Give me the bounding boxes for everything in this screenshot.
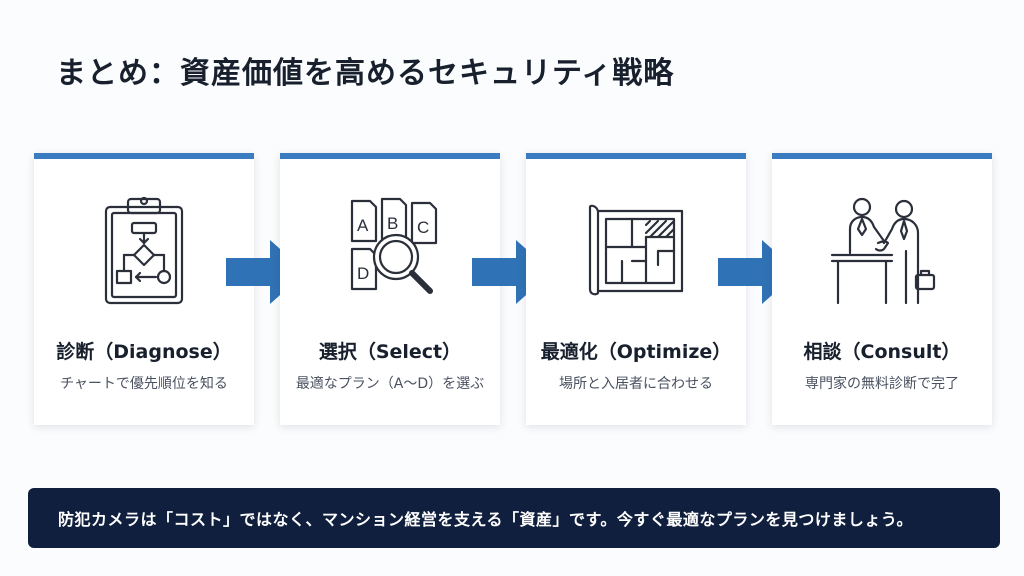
doc-label-a: A xyxy=(357,216,369,235)
step-description: 最適なプラン（A〜D）を選ぶ xyxy=(295,376,485,392)
step-card-diagnose: 診断（Diagnose） チャートで優先順位を知る xyxy=(34,153,254,425)
step-title: 相談（Consult） xyxy=(803,341,961,363)
banner-text: 防犯カメラは「コスト」ではなく、マンション経営を支える「資産」です。今すぐ最適な… xyxy=(58,510,913,529)
summary-banner: 防犯カメラは「コスト」ではなく、マンション経営を支える「資産」です。今すぐ最適な… xyxy=(28,488,1000,548)
page-title: まとめ：資産価値を高めるセキュリティ戦略 xyxy=(56,56,675,91)
step-description: 場所と入居者に合わせる xyxy=(559,376,713,392)
doc-label-c: C xyxy=(417,218,429,237)
step-title: 診断（Diagnose） xyxy=(56,341,232,363)
step-card-select: A B C D 選択（Select） 最適なプラン（A〜D）を選ぶ xyxy=(280,153,500,425)
handshake-icon xyxy=(772,191,992,311)
step-description: チャートで優先順位を知る xyxy=(60,376,228,392)
floor-plan-icon xyxy=(526,191,746,311)
step-description: 専門家の無料診断で完了 xyxy=(805,376,959,392)
clipboard-flowchart-icon xyxy=(34,191,254,311)
step-title: 最適化（Optimize） xyxy=(540,341,732,363)
step-card-optimize: 最適化（Optimize） 場所と入居者に合わせる xyxy=(526,153,746,425)
doc-label-b: B xyxy=(387,214,398,233)
step-card-consult: 相談（Consult） 専門家の無料診断で完了 xyxy=(772,153,992,425)
documents-magnifier-icon: A B C D xyxy=(280,191,500,311)
doc-label-d: D xyxy=(357,264,369,283)
step-title: 選択（Select） xyxy=(318,341,462,363)
